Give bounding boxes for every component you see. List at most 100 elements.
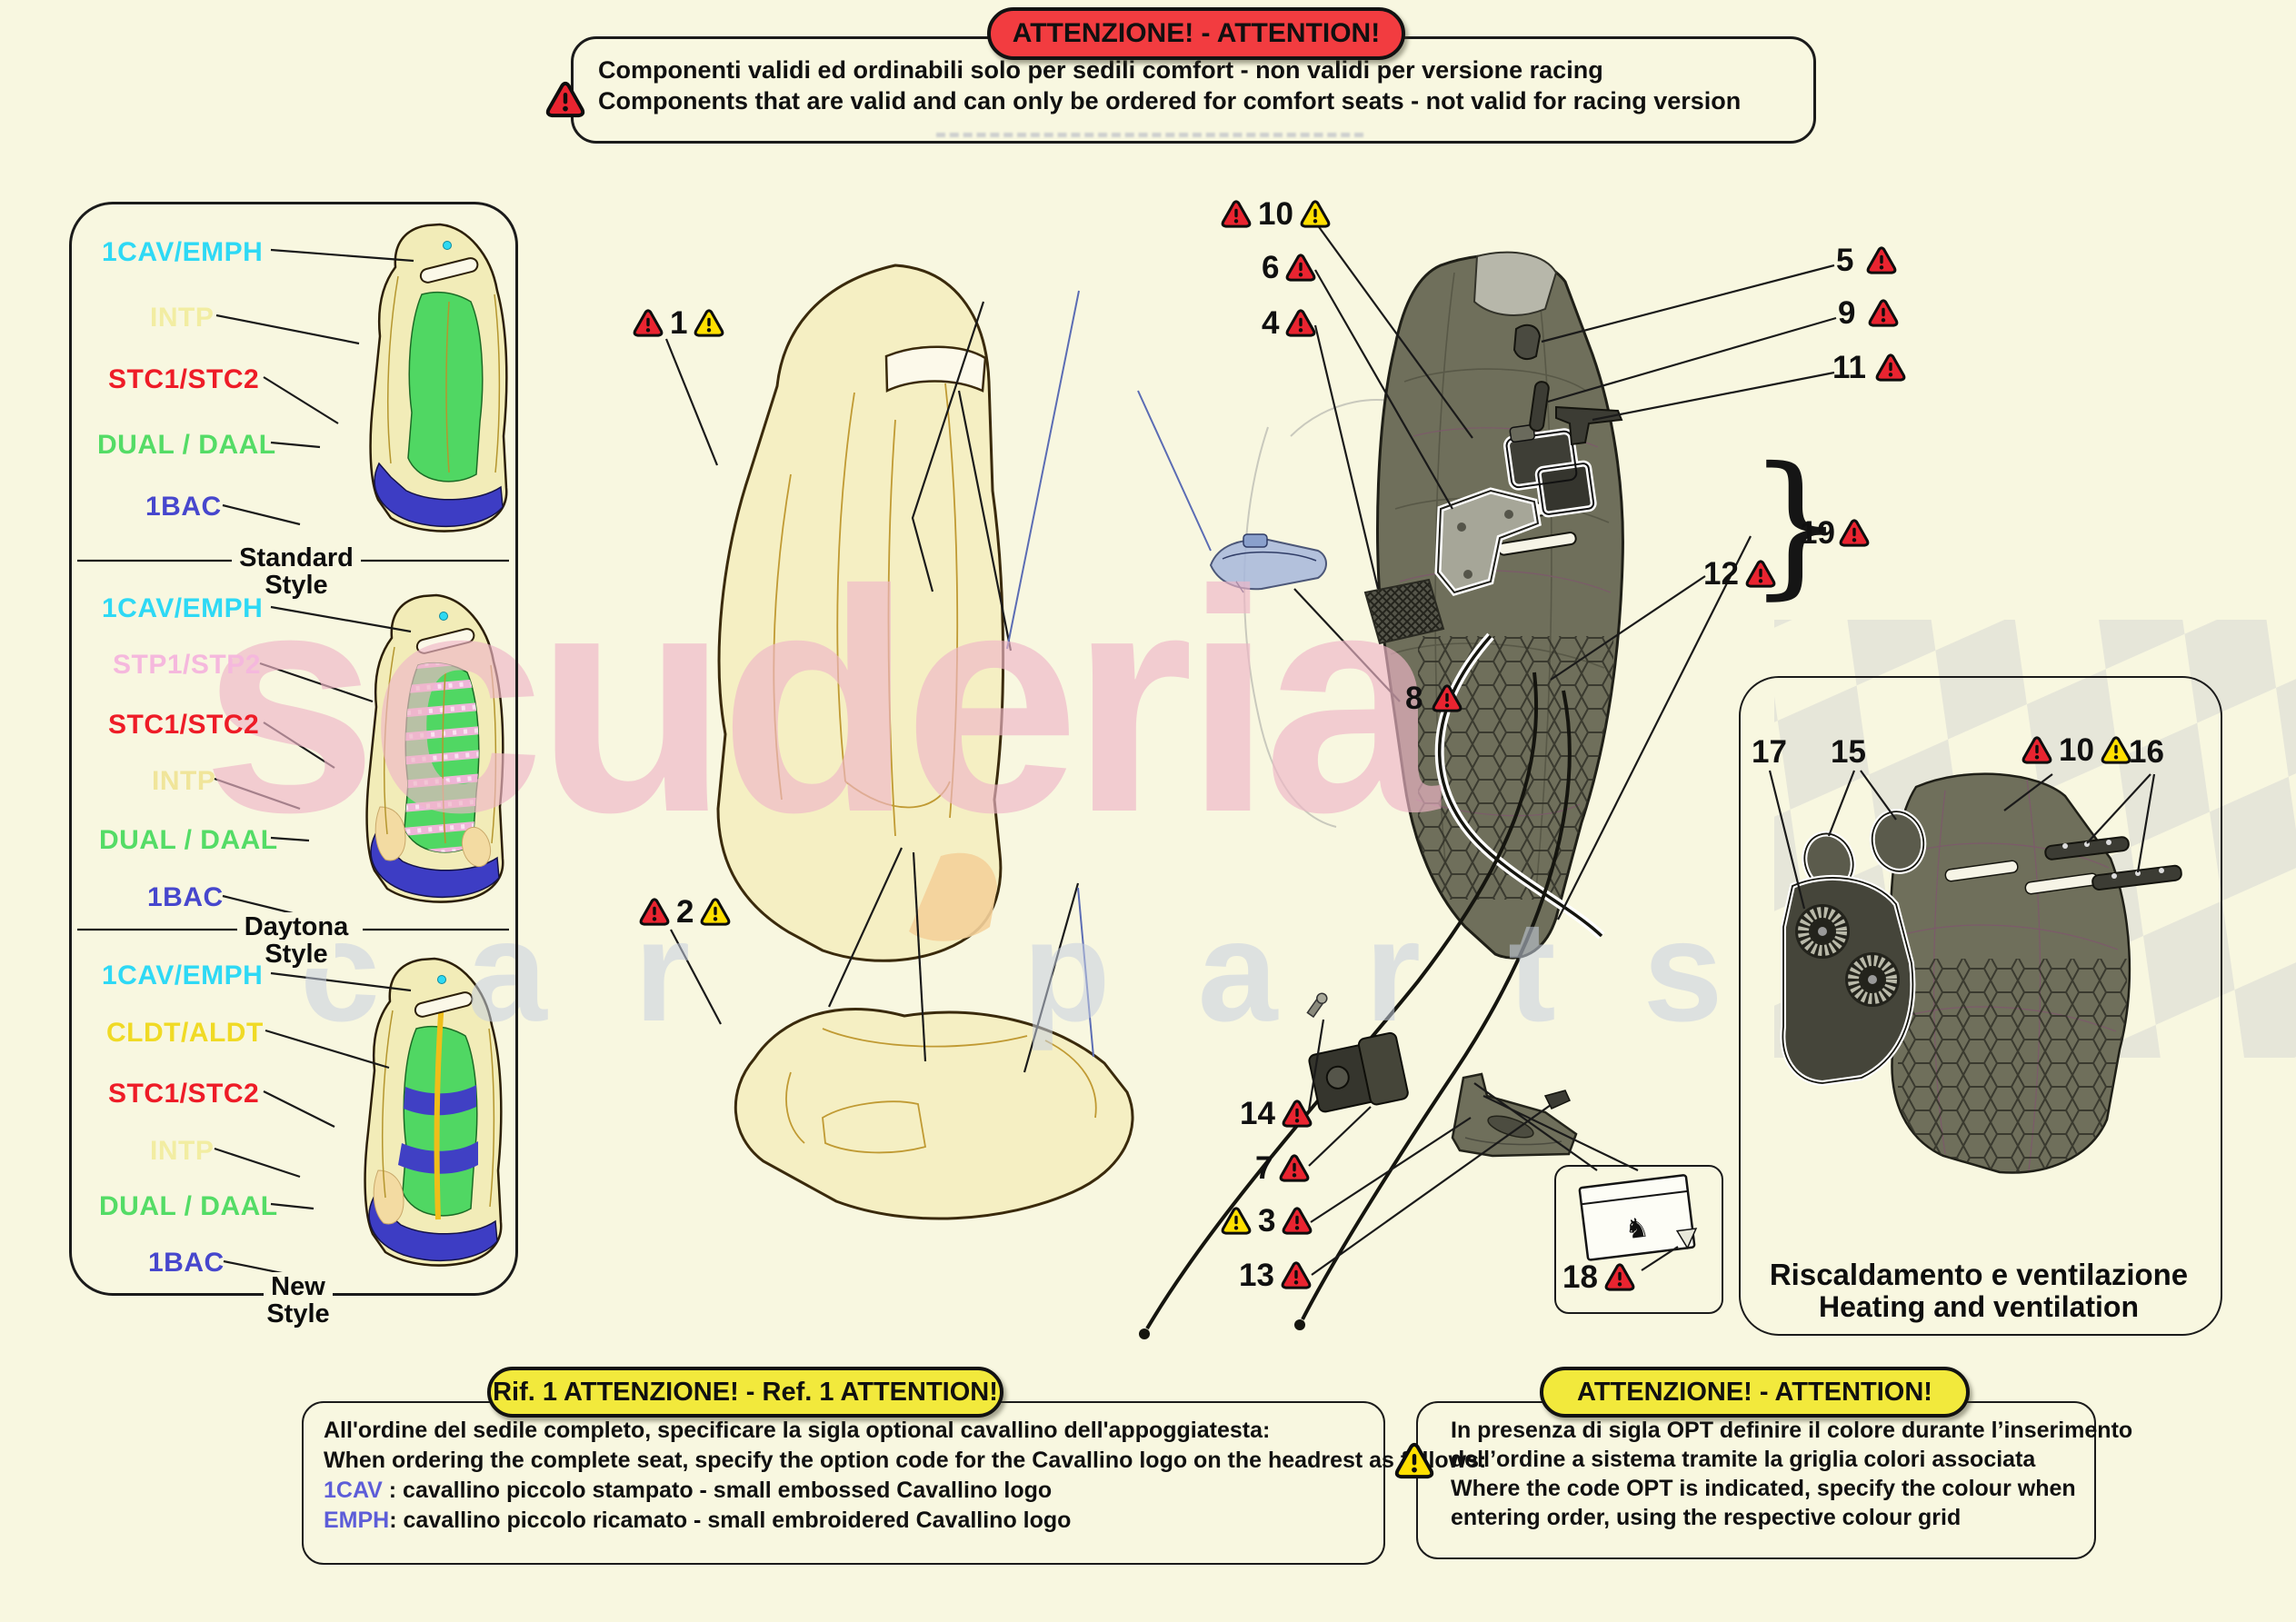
option-code-1cav: 1CAV: [324, 1478, 383, 1503]
callout-8: 8: [1405, 682, 1462, 714]
option-label-cldt-aldt: CLDT/ALDT: [106, 1018, 264, 1048]
callout-number: 17: [1752, 734, 1787, 770]
callout-number: 11: [1832, 350, 1866, 385]
callout-number: 5: [1836, 243, 1854, 278]
callout-10-top: 10: [1221, 198, 1331, 230]
ref-box-line2: When ordering the complete seat, specify…: [324, 1448, 1487, 1473]
callout-number: 7: [1255, 1150, 1273, 1186]
warning-triangle-yellow-icon: [1300, 199, 1331, 229]
warning-triangle-red-icon: [1604, 1262, 1635, 1292]
option-label-1cav-emph: 1CAV/EMPH: [102, 593, 264, 623]
leader-lines: [77, 224, 1837, 1279]
option-label-1bac: 1BAC: [145, 492, 222, 522]
warning-triangle-red-icon: [1285, 308, 1316, 338]
callout-1: 1: [633, 307, 724, 339]
callout-number: 4: [1262, 305, 1280, 341]
top-attention-text-it: Componenti validi ed ordinabili solo per…: [598, 56, 1603, 84]
warning-triangle-red-icon: [633, 308, 664, 338]
warning-triangle-yellow-icon: [1394, 1441, 1434, 1480]
callout-number: 12: [1703, 556, 1739, 592]
callout-number: 16: [2129, 734, 2164, 770]
daytona-style-seat-illustration: [365, 593, 504, 903]
top-attention-text-en: Components that are valid and can only b…: [598, 87, 1742, 114]
callout-number: 10: [1258, 196, 1293, 232]
warning-triangle-yellow-icon: [700, 897, 731, 927]
headrest-trim-illustration: [1209, 533, 1327, 593]
option-label-dual-daal: DUAL / DAAL: [97, 430, 276, 460]
warning-triangle-yellow-icon: [694, 308, 724, 338]
warning-triangle-yellow-icon: [2101, 735, 2131, 765]
warning-triangle-red-icon: [1279, 1153, 1310, 1183]
callout-14: 14: [1240, 1098, 1313, 1129]
callout-number: 18: [1562, 1259, 1598, 1295]
callout-17: 17: [1752, 736, 1787, 768]
document-leader-line: [1641, 1246, 1679, 1271]
backrest-cushion-illustration: [716, 264, 1005, 962]
warning-triangle-red-icon: [1281, 1260, 1312, 1290]
construction-lines-blue: [1006, 290, 1212, 1058]
ref-box-line1: All'ordine del sedile completo, specific…: [324, 1418, 1271, 1443]
callout-number: 6: [1262, 250, 1280, 285]
callout-13: 13: [1239, 1259, 1312, 1291]
warning-triangle-red-icon: [1745, 559, 1776, 589]
document-box: [1554, 1165, 1723, 1314]
option-code-1cav-desc: : cavallino piccolo stampato - small emb…: [382, 1478, 1053, 1503]
option-label-stc1-stc2: STC1/STC2: [108, 710, 260, 740]
standard-style-seat-illustration: [369, 223, 508, 532]
callout-7: 7: [1255, 1152, 1310, 1184]
callout-5: 5: [1836, 244, 1897, 276]
option-label-intp: INTP: [152, 766, 216, 796]
callout-number: 10: [2059, 732, 2094, 768]
opt-box-line1: In presenza di sigla OPT definire il col…: [1451, 1418, 2133, 1443]
callout-number: 14: [1240, 1096, 1275, 1131]
opt-box-line4: entering order, using the respective col…: [1451, 1505, 1962, 1530]
callout-number: 1: [670, 305, 688, 341]
backrest-frame-illustration: [1139, 251, 1624, 1339]
callout-19: 19: [1800, 517, 1870, 549]
recliner-parts-illustration: [1306, 992, 1578, 1158]
heating-caption-it: Riscaldamento e ventilazione: [1769, 1258, 2189, 1291]
faded-stamp-text: [936, 133, 1363, 137]
callout-10-panel: 10: [2021, 734, 2131, 766]
warning-triangle-red-icon: [1282, 1206, 1313, 1236]
option-label-1bac: 1BAC: [147, 882, 224, 912]
fan-icon: [1845, 952, 1900, 1007]
callout-number: 15: [1831, 734, 1866, 770]
callout-15: 15: [1831, 736, 1866, 768]
heating-ventilation-panel: [1739, 676, 2222, 1336]
warranty-document-illustration: ♞: [1578, 1174, 1698, 1261]
warning-triangle-red-icon: [1839, 518, 1870, 548]
callout-9: 9: [1838, 297, 1899, 329]
warning-triangle-red-icon: [1866, 245, 1897, 275]
warning-triangle-red-icon: [1432, 683, 1462, 713]
callout-number: 3: [1258, 1203, 1276, 1239]
callout-number: 19: [1800, 515, 1835, 551]
heating-caption-en: Heating and ventilation: [1818, 1290, 2140, 1323]
new-style-seat-illustration: [364, 957, 503, 1267]
ref-box-line3: 1CAV : cavallino piccolo stampato - smal…: [324, 1478, 1052, 1504]
warning-triangle-red-icon: [1285, 253, 1316, 283]
option-label-1cav-emph: 1CAV/EMPH: [102, 237, 264, 267]
callout-2: 2: [639, 896, 731, 928]
warning-triangle-red-icon: [639, 897, 670, 927]
callout-number: 8: [1405, 681, 1423, 716]
fan-icon: [1795, 904, 1850, 959]
seat-bottom-cushion-illustration: [734, 1008, 1134, 1220]
warning-triangle-red-icon: [1875, 353, 1906, 383]
callout-number: 2: [676, 894, 694, 930]
option-code-emph: EMPH: [324, 1508, 390, 1533]
callout-4: 4: [1262, 307, 1316, 339]
callout-3: 3: [1221, 1205, 1313, 1237]
option-label-1bac: 1BAC: [148, 1248, 225, 1278]
opt-box-line2: dell’ordine a sistema tramite la griglia…: [1451, 1447, 2036, 1472]
callout-16: 16: [2129, 736, 2164, 768]
opt-attention-pill: ATTENZIONE! - ATTENTION!: [1540, 1367, 1970, 1418]
option-label-stc1-stc2: STC1/STC2: [108, 364, 260, 394]
svg-text:♞: ♞: [1622, 1211, 1651, 1246]
callout-11: 11: [1832, 352, 1906, 383]
option-label-intp: INTP: [150, 1136, 215, 1166]
option-label-dual-daal: DUAL / DAAL: [99, 1191, 278, 1221]
